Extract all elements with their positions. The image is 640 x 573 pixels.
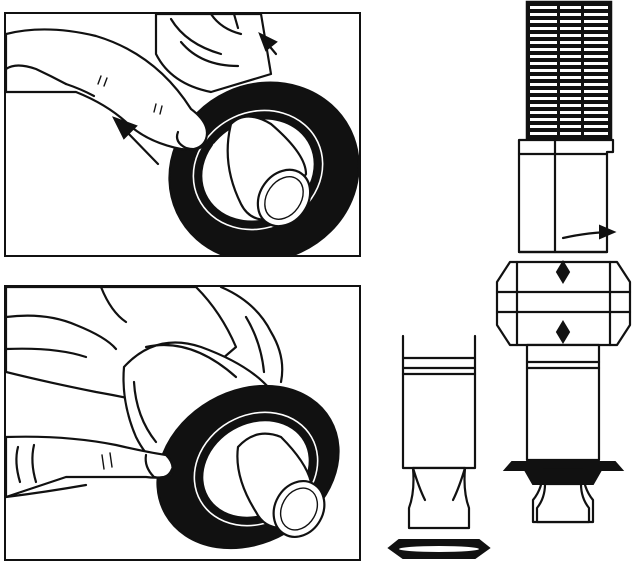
filter-slat bbox=[530, 6, 608, 9]
filter-slat bbox=[530, 48, 608, 51]
filter-slat bbox=[530, 104, 608, 107]
spout-top bbox=[226, 115, 312, 228]
valve-assembly bbox=[495, 138, 632, 524]
spout-with-seal bbox=[387, 334, 491, 559]
filter-screen bbox=[525, 0, 613, 140]
filter-slat bbox=[530, 125, 608, 128]
filter-slat bbox=[530, 118, 608, 121]
components-illustration bbox=[385, 0, 640, 573]
filter-slat bbox=[530, 76, 608, 79]
arrow-icon bbox=[111, 31, 278, 166]
top-panel-drawing: N° bbox=[6, 14, 359, 255]
filter-slat bbox=[530, 20, 608, 23]
bottom-panel-drawing: N° bbox=[6, 287, 340, 550]
filter-slat bbox=[530, 34, 608, 37]
components-drawing bbox=[387, 0, 632, 559]
spout-bottom bbox=[236, 432, 326, 538]
filter-slats bbox=[530, 4, 608, 136]
pipe-body-top bbox=[154, 14, 273, 94]
filter-rib bbox=[557, 4, 560, 136]
filter-slat bbox=[530, 27, 608, 30]
filter-slat bbox=[530, 97, 608, 100]
filter-slat bbox=[530, 69, 608, 72]
illustration-panel-top: N° bbox=[4, 12, 361, 257]
hand-icon bbox=[6, 435, 174, 499]
filter-slat bbox=[530, 111, 608, 114]
filter-rib bbox=[581, 4, 584, 136]
ring-marking-text: N° bbox=[210, 460, 233, 484]
filter-slat bbox=[530, 41, 608, 44]
filter-slat bbox=[530, 132, 608, 135]
filter-slat bbox=[530, 83, 608, 86]
ring-marking-text: N° bbox=[205, 140, 229, 165]
filter-slat bbox=[530, 62, 608, 65]
filter-slat bbox=[530, 55, 608, 58]
filter-slat bbox=[530, 13, 608, 16]
filter-slat bbox=[530, 90, 608, 93]
illustration-panel-bottom: N° bbox=[4, 285, 361, 561]
